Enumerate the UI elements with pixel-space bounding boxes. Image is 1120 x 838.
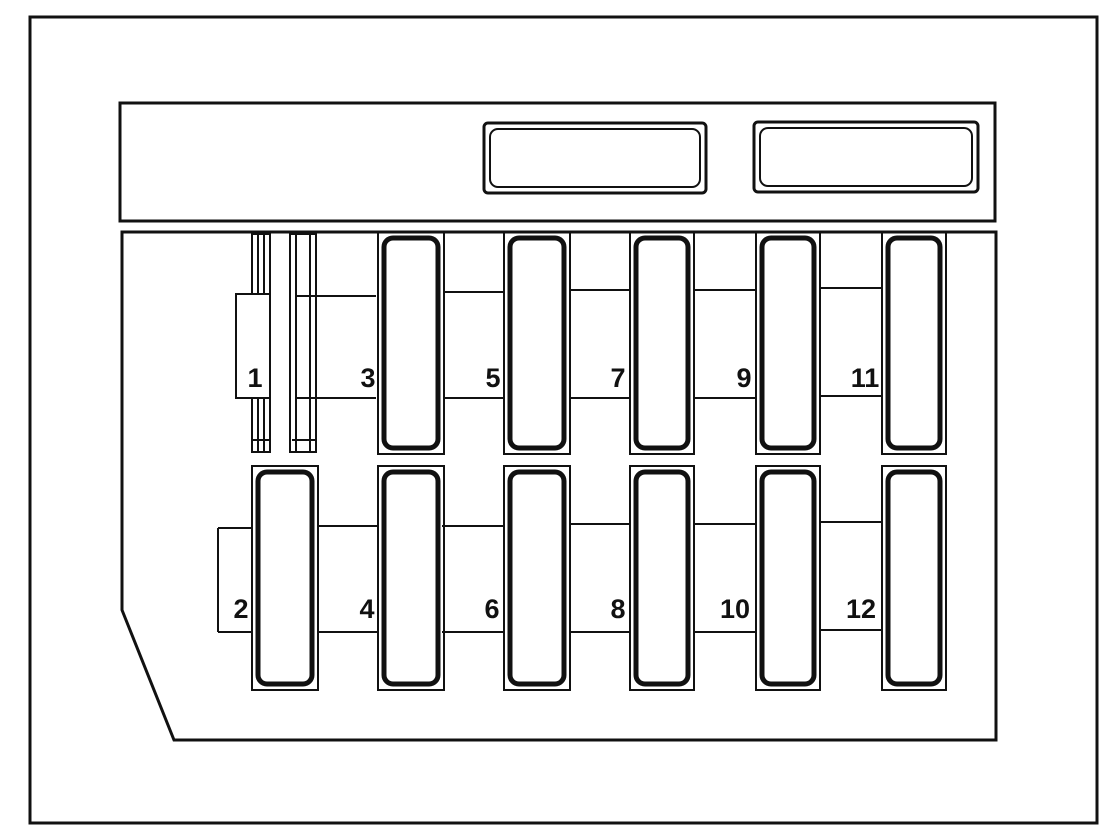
top-window-right-inner: [759, 127, 973, 187]
fuse-slot-11: [881, 231, 947, 455]
bottom-row-connector-bars: [217, 521, 882, 633]
fuse-slot-5: [503, 231, 571, 455]
fuse-label-10: 10: [720, 594, 750, 624]
top-cover-panel: [118, 101, 997, 223]
fuse-slot-4: [377, 465, 445, 691]
fuse-label-9: 9: [736, 363, 751, 393]
top-window-right: [752, 120, 980, 194]
top-window-left-inner: [489, 128, 701, 188]
fuse-slots: [251, 231, 947, 691]
fuse-slot-10: [755, 465, 821, 691]
fuse-labels: 1 3 5 7 9 11 2 4 6 8 10 12: [233, 363, 879, 624]
fuse-label-7: 7: [610, 363, 625, 393]
fuse-label-8: 8: [610, 594, 625, 624]
top-window-left: [482, 121, 708, 195]
fuse-box-body: [120, 230, 998, 742]
fuse-slot-8: [629, 465, 695, 691]
fuse-label-5: 5: [485, 363, 500, 393]
fuse-slot-2: [251, 465, 319, 691]
fuse-label-12: 12: [846, 594, 876, 624]
fuse-label-2: 2: [233, 594, 248, 624]
fuse-slot-12: [881, 465, 947, 691]
fuse-slot-3: [377, 231, 445, 455]
fuse-label-1: 1: [247, 363, 262, 393]
relay-slot-1: [235, 233, 317, 453]
fuse-label-6: 6: [484, 594, 499, 624]
fuse-slot-6: [503, 465, 571, 691]
fuse-label-4: 4: [359, 594, 374, 624]
fuse-slot-7: [629, 231, 695, 455]
fuse-slot-9: [755, 231, 821, 455]
fuse-label-11: 11: [851, 363, 880, 393]
outer-frame: [28, 15, 1099, 825]
fuse-label-3: 3: [360, 363, 375, 393]
top-row-connector-bars: [296, 287, 882, 399]
